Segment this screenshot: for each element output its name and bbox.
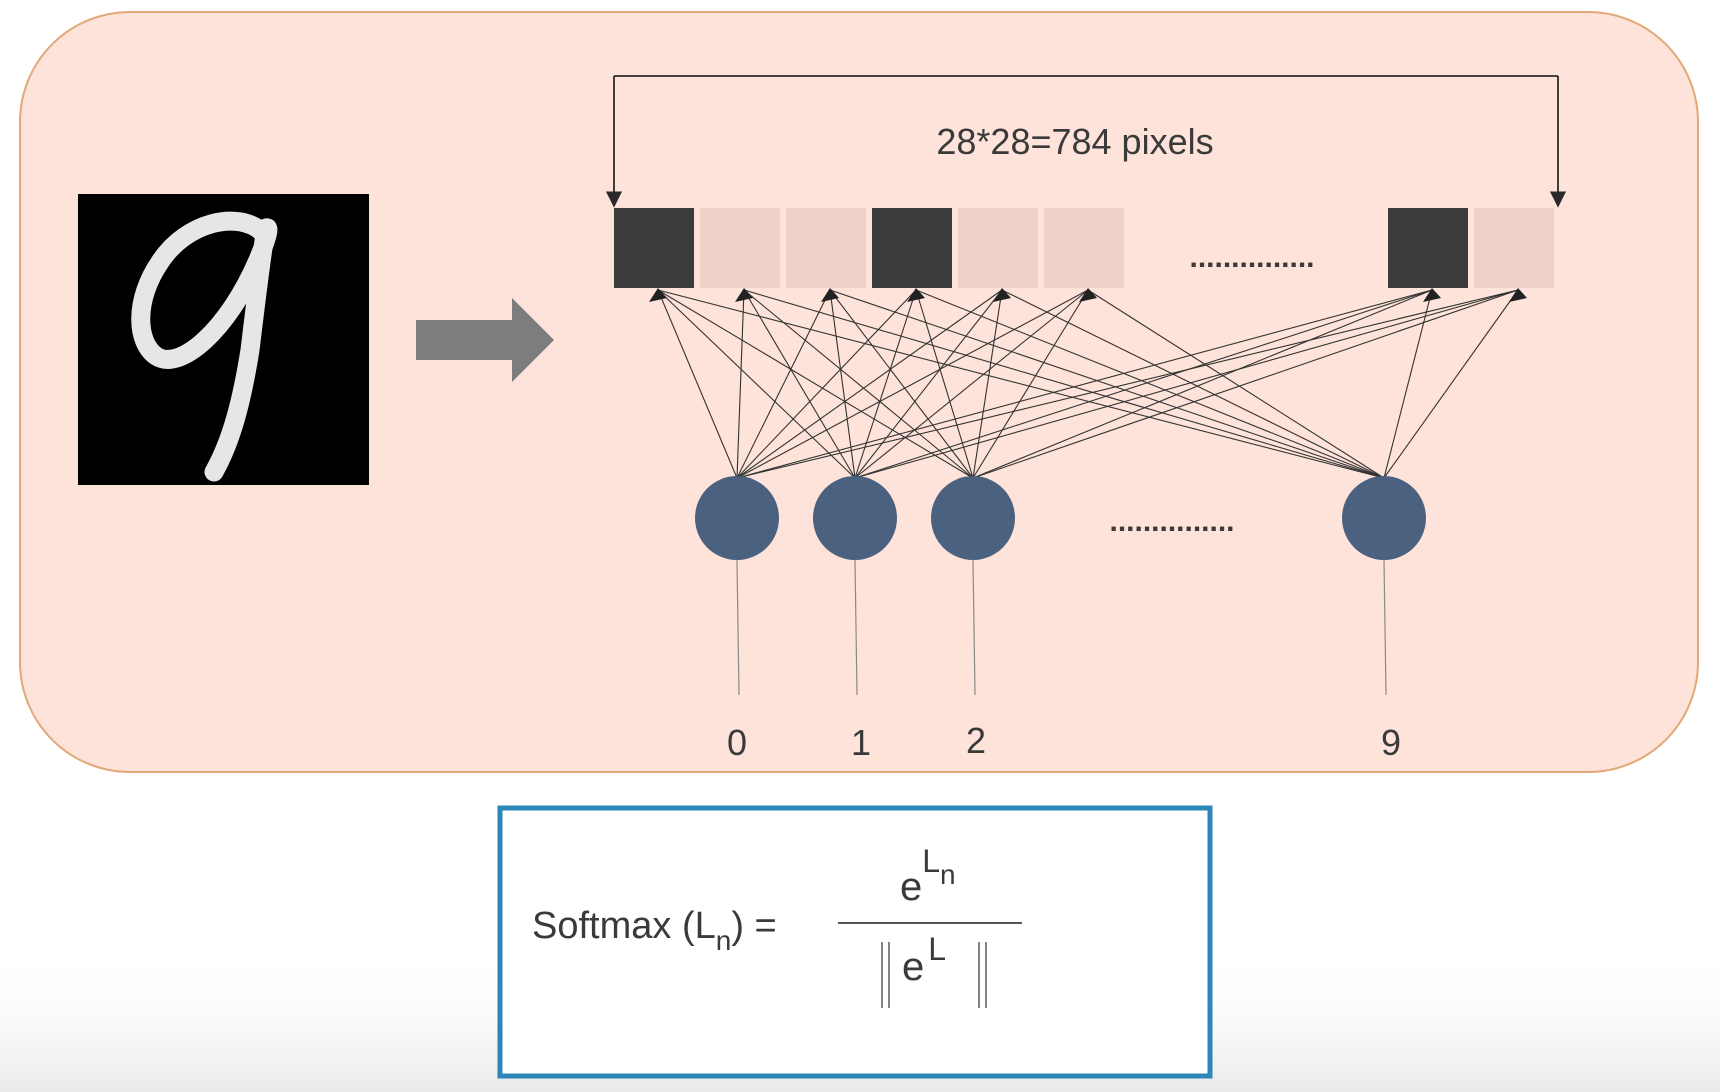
softmax-formula-box	[497, 805, 1213, 1079]
connection-line-10	[743, 289, 856, 479]
connection-arrowhead-2	[735, 288, 753, 302]
pixel-cell-6	[1044, 208, 1124, 288]
connection-line-20	[915, 289, 974, 479]
connection-line-24	[972, 289, 1519, 479]
connection-line-6	[736, 289, 1089, 479]
connection-line-2	[736, 289, 745, 479]
pixel-cell-2	[700, 208, 780, 288]
output-neuron-2	[931, 476, 1015, 560]
connection-line-8	[736, 289, 1519, 479]
connection-line-11	[829, 289, 856, 479]
pixel-count-caption: 28*28=784 pixels	[936, 121, 1213, 162]
connection-line-23	[972, 289, 1433, 479]
connection-line-14	[854, 289, 1089, 479]
output-neuron-1	[813, 476, 897, 560]
pixel-ellipsis: ...............	[1189, 241, 1314, 274]
connection-line-1	[657, 289, 738, 479]
pixel-cell-7	[1388, 208, 1468, 288]
connection-arrowhead-6	[1079, 288, 1097, 302]
connection-line-22	[972, 289, 1089, 479]
svg-text:eL: eL	[902, 931, 946, 989]
connection-line-3	[736, 289, 831, 479]
connection-line-7	[736, 289, 1433, 479]
pixel-row	[614, 208, 1554, 288]
connection-arrowhead-7	[1423, 288, 1441, 302]
connection-line-30	[1087, 289, 1385, 479]
pixel-span-bracket	[605, 75, 1567, 208]
connection-arrowhead-8	[1509, 288, 1527, 302]
output-lines	[736, 559, 1387, 696]
connection-line-19	[829, 289, 974, 479]
connection-line-31	[1383, 289, 1433, 479]
output-label-9: 9	[1381, 722, 1401, 763]
connection-line-5	[736, 289, 1003, 479]
connection-line-9	[657, 289, 856, 479]
input-arrow	[416, 298, 554, 382]
output-line-9	[1383, 559, 1387, 696]
output-label-0: 0	[727, 722, 747, 763]
neuron-ellipsis: ...............	[1109, 505, 1234, 538]
connection-line-4	[736, 289, 917, 479]
output-line-1	[854, 559, 858, 696]
output-neurons	[695, 476, 1426, 560]
softmax-numerator: eLn	[900, 843, 956, 909]
connection-line-29	[1001, 289, 1385, 479]
connection-line-13	[854, 289, 1003, 479]
connection-line-25	[657, 289, 1385, 479]
pixel-cell-3	[786, 208, 866, 288]
output-line-0	[736, 559, 740, 696]
connection-line-16	[854, 289, 1519, 479]
connection-line-12	[854, 289, 917, 479]
softmax-lhs: Softmax (Ln) =	[532, 905, 777, 956]
output-label-2: 2	[966, 720, 986, 761]
connection-arrowhead-4	[907, 288, 925, 302]
connection-line-28	[915, 289, 1385, 479]
connection-line-17	[657, 289, 974, 479]
pixel-cell-4	[872, 208, 952, 288]
connection-line-27	[829, 289, 1385, 479]
pixel-cell-8	[1474, 208, 1554, 288]
connection-line-18	[743, 289, 974, 479]
connection-arrowhead-1	[649, 288, 667, 302]
connections	[649, 288, 1527, 479]
output-line-2	[972, 559, 976, 696]
connection-line-15	[854, 289, 1433, 479]
output-label-1: 1	[851, 722, 871, 763]
connection-arrowhead-5	[993, 288, 1011, 302]
connection-line-32	[1383, 289, 1519, 479]
output-neuron-0	[695, 476, 779, 560]
connection-line-26	[743, 289, 1385, 479]
pixel-cell-1	[614, 208, 694, 288]
output-neuron-9	[1342, 476, 1426, 560]
pixel-cell-5	[958, 208, 1038, 288]
connection-arrowhead-3	[821, 288, 839, 302]
connection-line-21	[972, 289, 1003, 479]
digit-image	[78, 194, 369, 485]
